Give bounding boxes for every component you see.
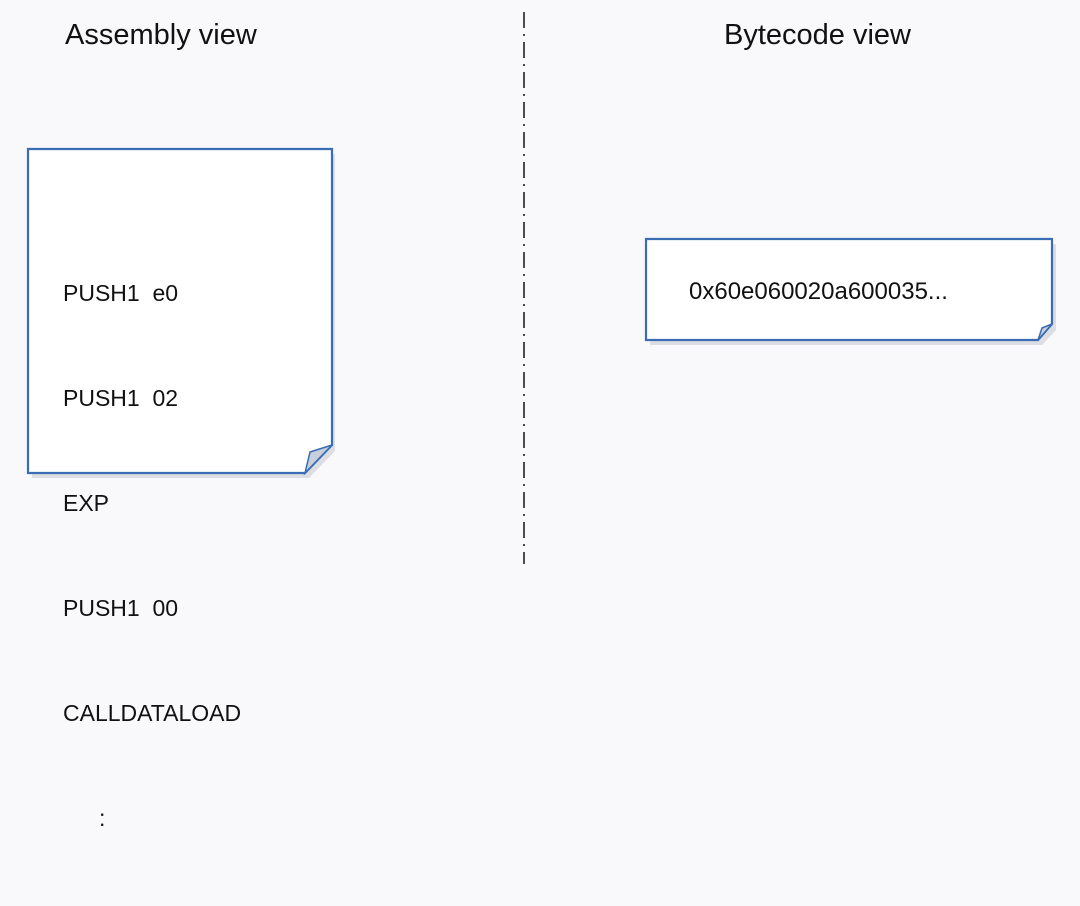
dash-dot-divider xyxy=(523,12,525,564)
code-line: PUSH1 00 xyxy=(63,595,179,621)
bytecode-hex-text: 0x60e060020a600035... xyxy=(689,278,948,305)
assembly-code-lines: PUSH1 e0 PUSH1 02 EXP PUSH1 00 CALLDATAL… xyxy=(63,206,241,906)
continuation-marker: : xyxy=(99,805,106,831)
code-line: CALLDATALOAD xyxy=(63,700,242,726)
note-shape xyxy=(26,147,335,478)
code-line: EXP xyxy=(63,490,110,516)
code-line: PUSH1 02 xyxy=(63,385,179,411)
note-shape xyxy=(644,237,1056,345)
bytecode-note: 0x60e060020a600035... xyxy=(644,237,1056,345)
page-fold-icon xyxy=(303,444,333,476)
assembly-code-note: PUSH1 e0 PUSH1 02 EXP PUSH1 00 CALLDATAL… xyxy=(26,147,335,831)
bytecode-view-heading: Bytecode view xyxy=(724,19,911,51)
code-line: PUSH1 e0 xyxy=(63,280,179,306)
page-fold-icon xyxy=(1037,323,1053,341)
assembly-view-heading: Assembly view xyxy=(65,19,257,51)
